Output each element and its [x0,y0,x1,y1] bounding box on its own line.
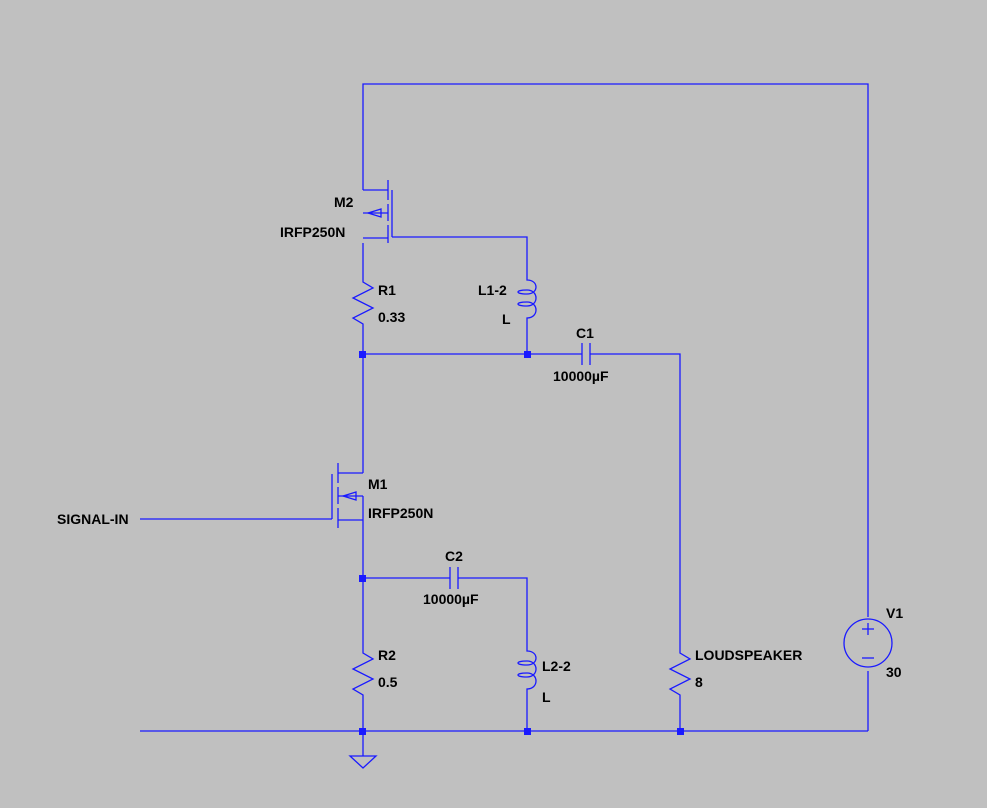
m2-name-label: M2 [334,194,354,210]
junction-dot [359,575,366,582]
loudspeaker-resistor-symbol[interactable] [668,643,692,701]
c2-capacitor-symbol[interactable] [449,567,459,589]
v1-voltage-source-symbol[interactable] [843,618,893,668]
wire-speaker [590,353,681,643]
l2-inductor-symbol[interactable] [517,643,537,701]
l2-value-label: L [542,689,551,705]
r1-resistor-symbol[interactable] [351,272,375,330]
junction-dot [524,351,531,358]
c2-value-label: 10000µF [423,591,479,607]
r1-value-label: 0.33 [378,309,406,325]
wire-supply-rail [362,83,869,617]
wire-m2-drain [392,236,528,272]
ground-symbol [348,755,378,769]
c2-name-label: C2 [445,548,463,564]
l1-inductor-symbol[interactable] [517,272,537,330]
loudspeaker-name-label: LOUDSPEAKER [695,647,803,663]
wire-c2-right [458,577,528,643]
junction-dot [677,728,684,735]
junction-dot [359,728,366,735]
c1-name-label: C1 [576,325,594,341]
c1-value-label: 10000µF [553,368,609,384]
signal-in-label: SIGNAL-IN [57,511,129,527]
c1-capacitor-symbol[interactable] [581,343,591,365]
l1-value-label: L [502,311,511,327]
r2-value-label: 0.5 [378,674,398,690]
junction-dots [359,351,684,735]
junction-dot [359,351,366,358]
v1-name-label: V1 [886,605,904,621]
junction-dot [524,728,531,735]
r2-name-label: R2 [378,647,396,663]
loudspeaker-value-label: 8 [695,674,703,690]
m2-value-label: IRFP250N [280,224,346,240]
r1-name-label: R1 [378,282,396,298]
m1-name-label: M1 [368,476,388,492]
v1-value-label: 30 [886,664,902,680]
m2-transistor-symbol[interactable] [362,180,393,243]
m1-value-label: IRFP250N [368,505,434,521]
m1-transistor-symbol[interactable] [331,463,364,530]
l1-name-label: L1-2 [478,282,507,298]
l2-name-label: L2-2 [542,658,571,674]
r2-resistor-symbol[interactable] [351,643,375,701]
